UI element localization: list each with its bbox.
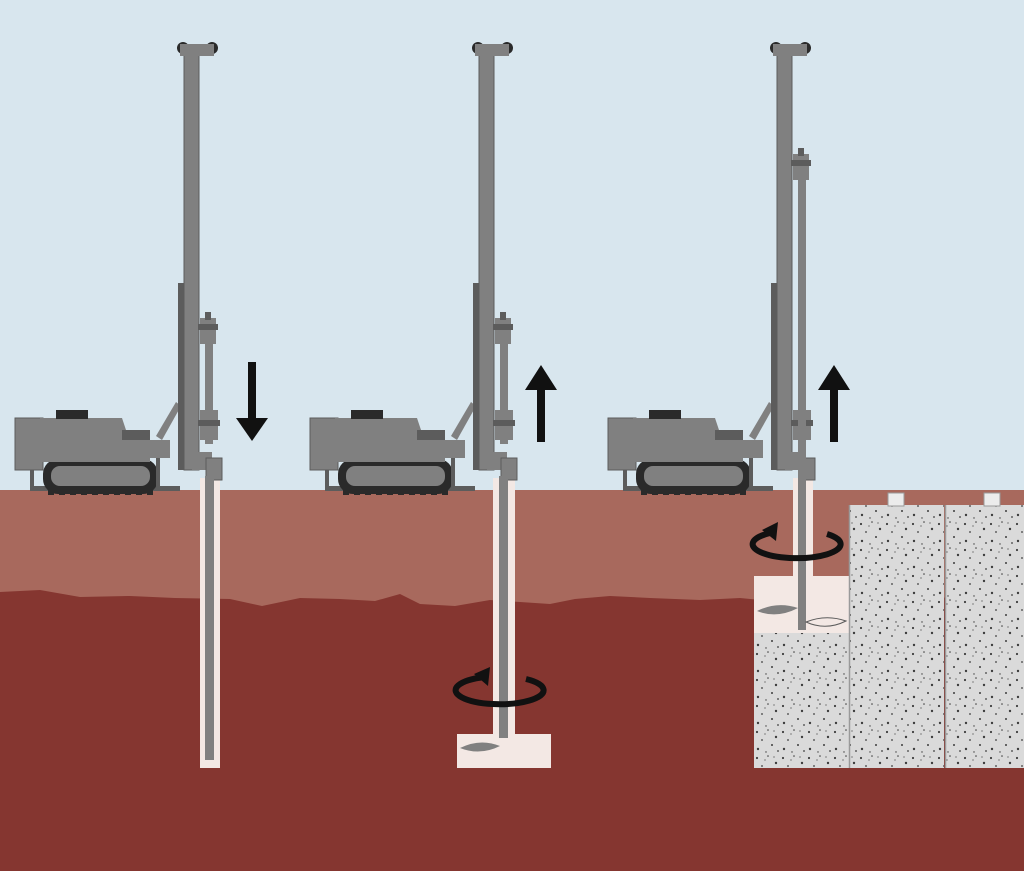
rotary-drive-head (198, 312, 218, 344)
mast-brace (156, 402, 181, 440)
borehole-step-2 (457, 478, 551, 768)
arrow-up-icon (818, 365, 850, 442)
crawler-track (338, 459, 453, 495)
rotation-arrow-icon (749, 522, 844, 562)
rotation-arrow-icon (452, 667, 547, 708)
mixing-paddle-icon (757, 605, 798, 615)
soil-columns (754, 478, 1024, 768)
arrow-down-icon (236, 362, 268, 441)
mast-crown-pulleys (177, 42, 218, 56)
column-cap-2 (983, 492, 1001, 507)
mixing-paddle-icon (460, 742, 500, 752)
mixing-paddle-icon (804, 617, 848, 627)
mast-brace (749, 402, 774, 440)
rig-body (14, 410, 170, 471)
rod-clamp (192, 410, 223, 481)
column-cap-1 (887, 492, 905, 507)
mast-brace (451, 402, 476, 440)
drill-rod-1 (205, 476, 214, 760)
arrow-up-icon (525, 365, 557, 442)
drill-rig-2 (309, 42, 518, 495)
drill-rig-3 (607, 42, 816, 495)
rod-clamp (487, 410, 518, 481)
mast-crown-pulleys (770, 42, 811, 56)
mast-crown-pulleys (472, 42, 513, 56)
rig-body (607, 410, 763, 471)
crawler-track (636, 459, 751, 495)
drill-rig-1 (14, 42, 223, 495)
drill-rod-2 (499, 476, 508, 738)
crawler-track (43, 459, 158, 495)
rotary-drive-head (493, 312, 513, 344)
rig-body (309, 410, 465, 471)
drill-rod-3 (798, 170, 806, 630)
